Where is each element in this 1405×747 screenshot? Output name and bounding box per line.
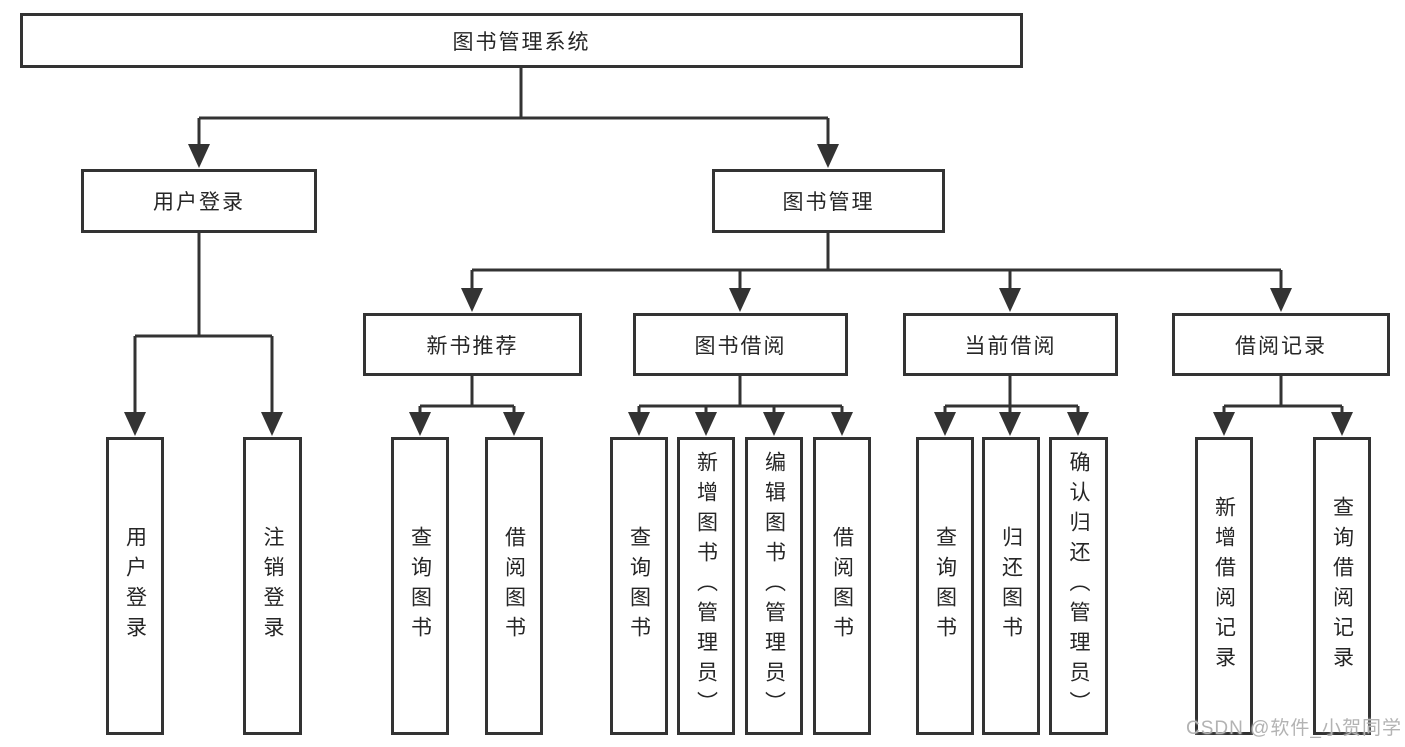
node-new-book-recommend: 新书推荐 [363, 313, 582, 376]
node-book-borrow: 图书借阅 [633, 313, 848, 376]
node-library-management-system: 图书管理系统 [20, 13, 1023, 68]
node-label: 新增图书（管理员） [694, 451, 718, 721]
node-user-login: 用户登录 [81, 169, 317, 233]
node-label: 新书推荐 [426, 334, 519, 358]
leaf-query-borrow-record: 查询借阅记录 [1313, 437, 1371, 735]
node-label: 图书借阅 [694, 334, 787, 358]
node-label: 图书管理 [782, 191, 875, 214]
leaf-edit-books-admin: 编辑图书（管理员） [745, 437, 803, 735]
node-borrow-records: 借阅记录 [1172, 313, 1390, 376]
leaf-query-books-current: 查询图书 [916, 437, 974, 735]
leaf-return-books: 归还图书 [982, 437, 1040, 735]
node-label: 查询借阅记录 [1330, 496, 1354, 676]
watermark: CSDN @软件_小贺同学 [1186, 718, 1402, 739]
leaf-logout: 注销登录 [243, 437, 302, 735]
node-label: 查询图书 [627, 526, 651, 646]
leaf-user-login: 用户登录 [106, 437, 164, 735]
leaf-borrow-books-recommend: 借阅图书 [485, 437, 543, 735]
leaf-borrow-books: 借阅图书 [813, 437, 871, 735]
node-label: 用户登录 [153, 191, 245, 214]
node-label: 查询图书 [408, 526, 432, 646]
node-label: 注销登录 [261, 526, 285, 646]
node-label: 借阅图书 [830, 526, 854, 646]
node-current-borrow: 当前借阅 [903, 313, 1118, 376]
node-label: 借阅图书 [502, 526, 526, 646]
node-label: 图书管理系统 [452, 30, 591, 54]
leaf-query-books-borrow: 查询图书 [610, 437, 668, 735]
node-label: 确认归还（管理员） [1067, 451, 1091, 721]
node-book-management: 图书管理 [712, 169, 945, 233]
node-label: 当前借阅 [964, 334, 1057, 358]
leaf-query-books-recommend: 查询图书 [391, 437, 449, 735]
node-label: 用户登录 [123, 526, 147, 646]
leaf-add-borrow-record: 新增借阅记录 [1195, 437, 1253, 735]
node-label: 编辑图书（管理员） [762, 451, 786, 721]
leaf-confirm-return-admin: 确认归还（管理员） [1049, 437, 1108, 735]
leaf-add-books-admin: 新增图书（管理员） [677, 437, 735, 735]
node-label: 借阅记录 [1235, 334, 1327, 358]
node-label: 查询图书 [933, 526, 957, 646]
node-label: 归还图书 [999, 526, 1023, 646]
node-label: 新增借阅记录 [1212, 496, 1236, 676]
